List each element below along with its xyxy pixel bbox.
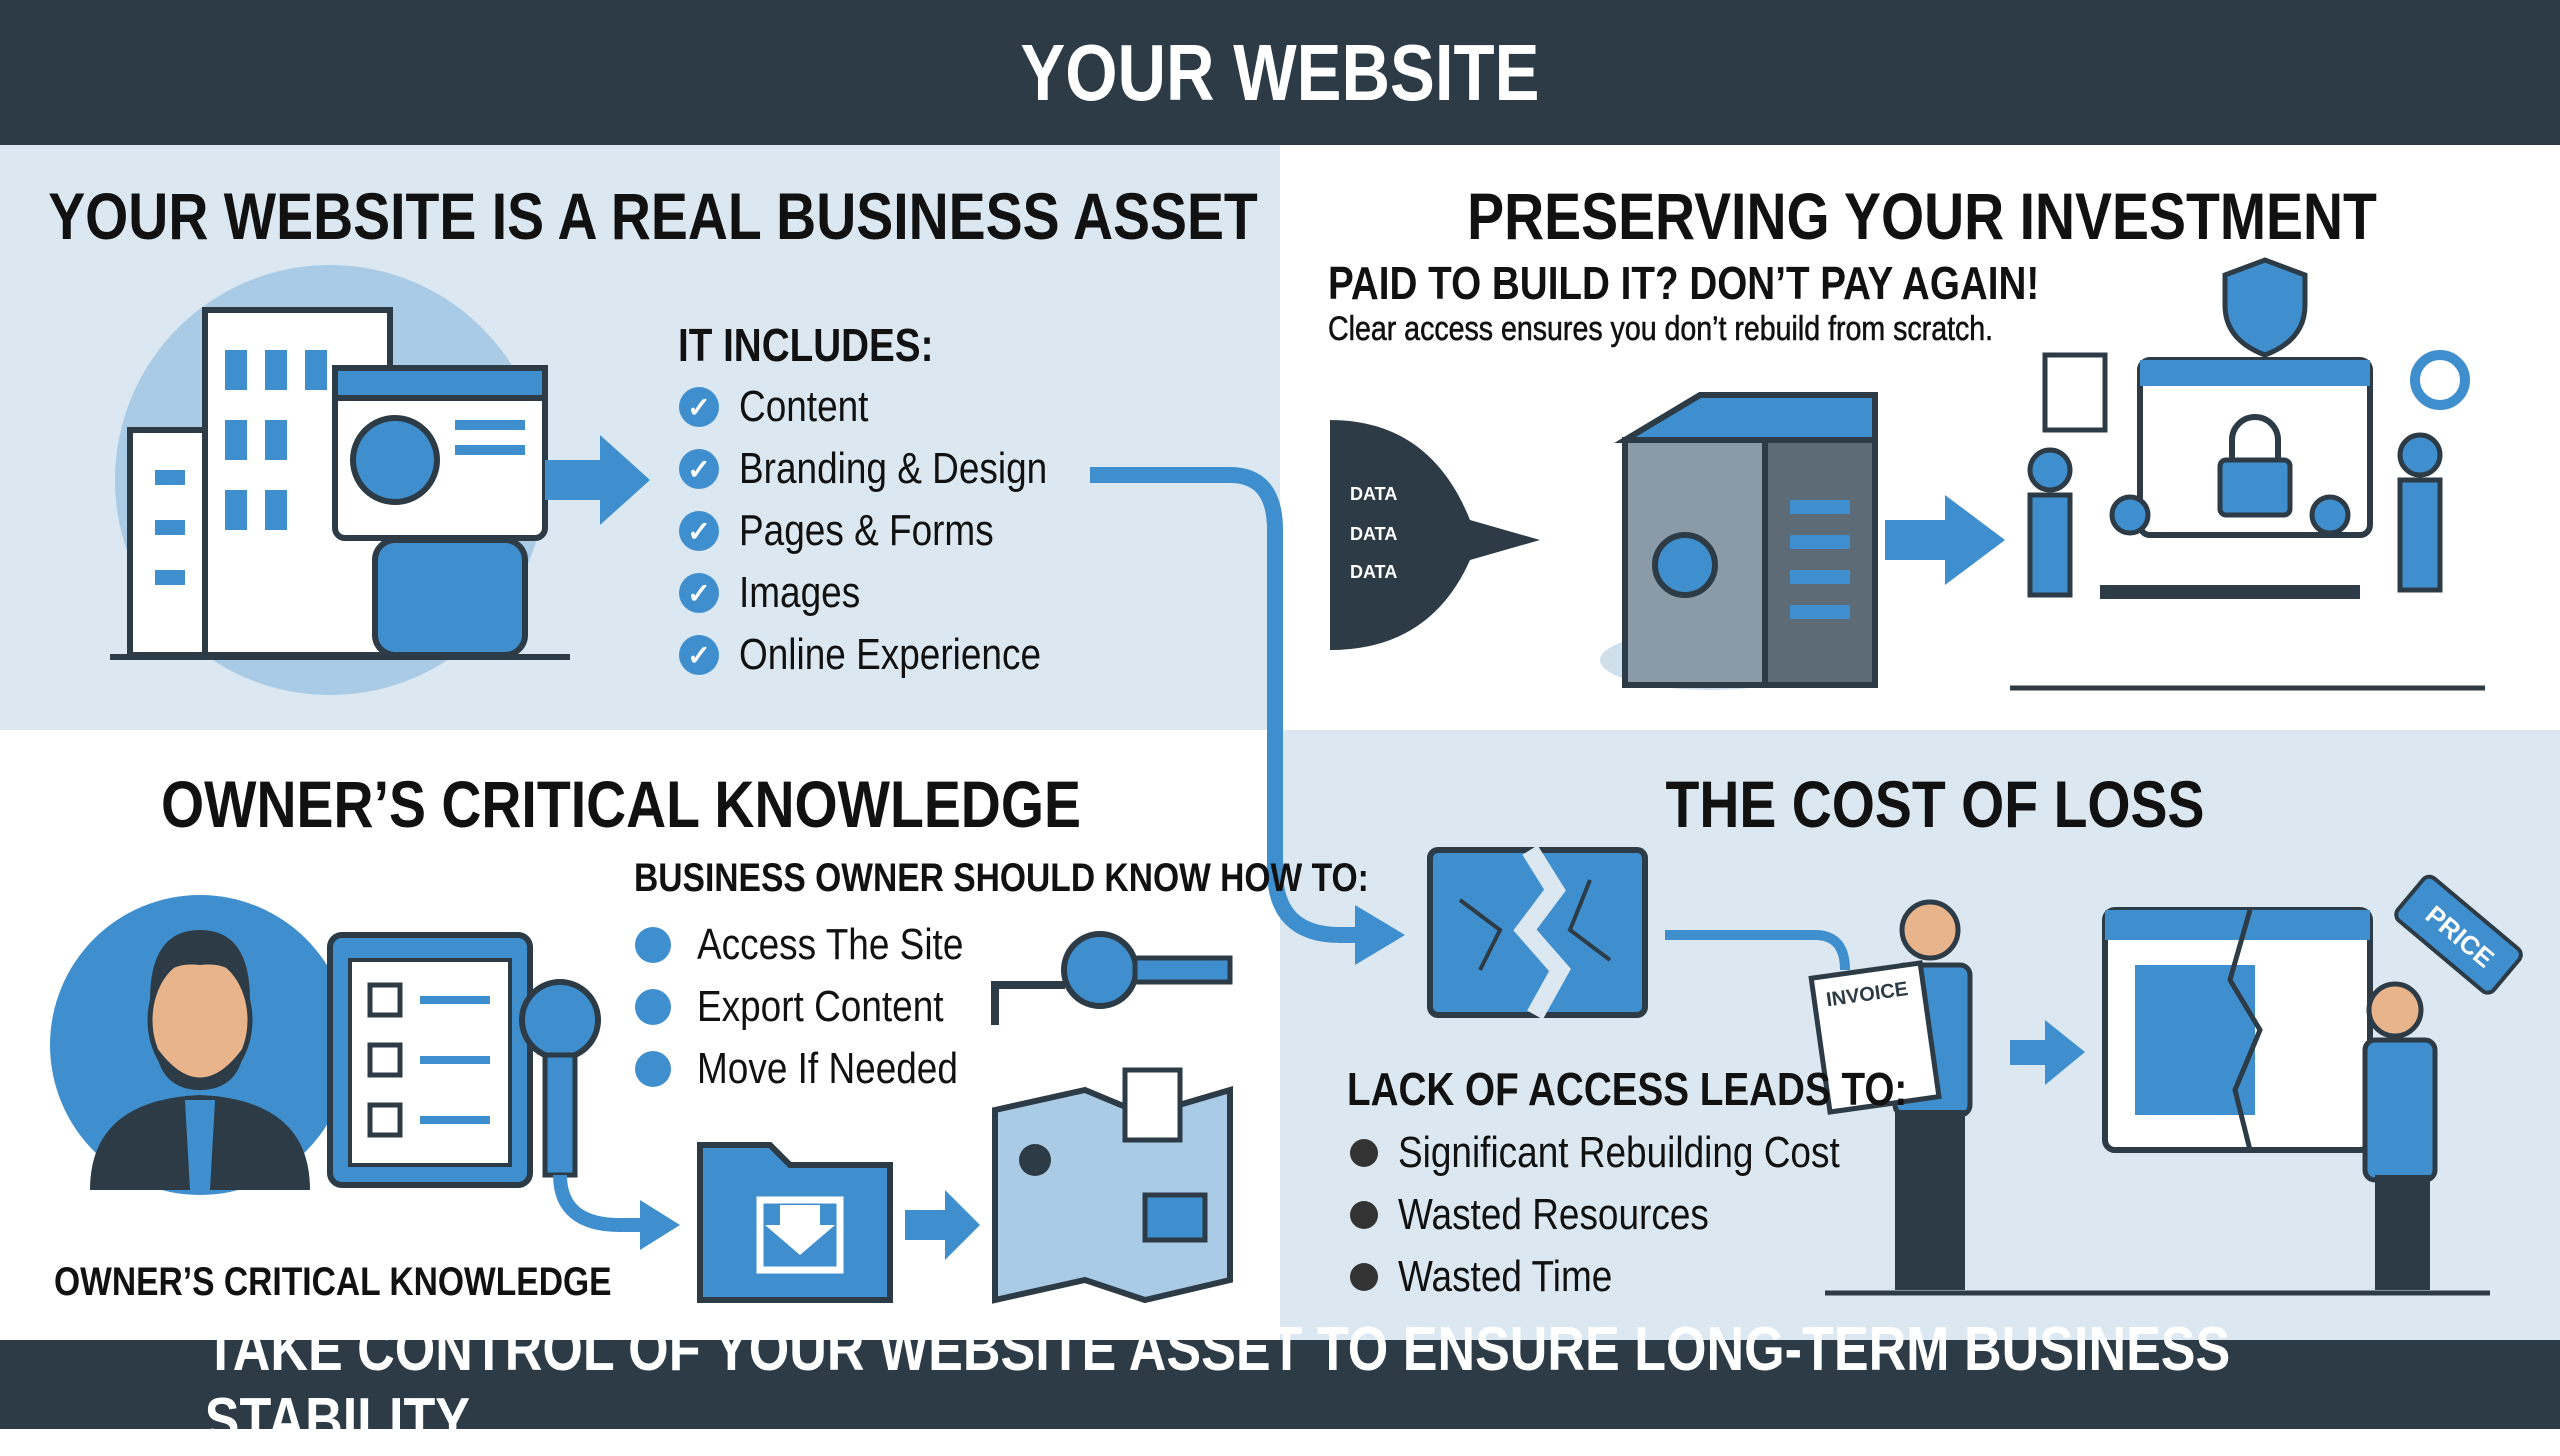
knowledge-heading: OWNER’S CRITICAL KNOWLEDGE [161, 767, 1081, 841]
check-circle-icon: ✓ [679, 635, 719, 675]
check-circle-icon: ✓ [679, 573, 719, 613]
download-folder-icon [697, 1142, 893, 1303]
browser-globe-illustration [332, 365, 548, 658]
data-stream-illustration: DATA DATA DATA [1330, 420, 1540, 650]
leads-to-label: LACK OF ACCESS LEADS TO: [1347, 1063, 1908, 1115]
list-item: Significant Rebuilding Cost [1350, 1128, 1924, 1178]
arrow-right-icon [2010, 1020, 2085, 1085]
broken-tiles-icon [1427, 845, 1648, 1020]
price-tag-icon: PRICE [2394, 874, 2523, 995]
list-item: Move If Needed [635, 1044, 1008, 1094]
key-icon [519, 931, 1233, 1178]
loss-heading: THE COST OF LOSS [1665, 767, 2205, 841]
business-owner-avatar [50, 895, 350, 1195]
page-title: YOUR WEBSITE [1020, 27, 1540, 117]
flow-arrow-line [1090, 467, 1360, 943]
treasure-chest-icon [372, 537, 528, 658]
investment-heading: PRESERVING YOUR INVESTMENT [1467, 179, 2377, 253]
asset-heading: YOUR WEBSITE IS A REAL BUSINESS ASSET [48, 179, 1258, 253]
list-item: ✓Images [679, 568, 883, 618]
check-circle-icon: ✓ [679, 449, 719, 489]
check-circle-icon: ✓ [679, 387, 719, 427]
checklist-clipboard-icon [327, 932, 533, 1188]
data-label: DATA [1350, 484, 1397, 504]
footer-text: TAKE CONTROL OF YOUR WEBSITE ASSET TO EN… [204, 1314, 2231, 1455]
list-item: Wasted Time [1350, 1252, 1653, 1302]
bullet-icon [1350, 1263, 1378, 1291]
arrow-right-icon [1885, 495, 2005, 585]
gear-icon [2410, 350, 2470, 410]
list-item: Export Content [635, 982, 991, 1032]
footer-banner: TAKE CONTROL OF YOUR WEBSITE ASSET TO EN… [0, 1315, 2560, 1455]
list-item: ✓Pages & Forms [679, 506, 1042, 556]
document-icon [2042, 352, 2108, 433]
shield-icon [2222, 257, 2308, 358]
bullet-icon [1350, 1201, 1378, 1229]
arrow-right-icon [545, 435, 650, 525]
bullet-icon [635, 927, 671, 963]
list-item: ✓Online Experience [679, 630, 1099, 680]
check-circle-icon: ✓ [679, 511, 719, 551]
data-label: DATA [1350, 562, 1397, 582]
list-item: ✓Branding & Design [679, 444, 1106, 494]
list-item: ✓Content [679, 382, 893, 432]
team-security-illustration [2010, 257, 2485, 691]
investment-subheading: PAID TO BUILD IT? DON’T PAY AGAIN! [1328, 257, 2040, 309]
vault-fortress-icon [1600, 392, 1878, 690]
list-item: Wasted Resources [1350, 1190, 1768, 1240]
bullet-icon [1350, 1139, 1378, 1167]
title-banner: YOUR WEBSITE [0, 0, 2560, 145]
map-migration-icon [992, 1067, 1233, 1304]
investment-text: Clear access ensures you don’t rebuild f… [1328, 310, 1994, 349]
lock-icon [2217, 457, 2293, 518]
list-item: Access The Site [635, 920, 1014, 970]
data-label: DATA [1350, 524, 1397, 544]
person-with-invoice: INVOICE [1808, 899, 2490, 1296]
avatar-caption: OWNER’S CRITICAL KNOWLEDGE [54, 1260, 612, 1304]
arrow-right-icon [905, 1190, 980, 1260]
broken-website-icon: PRICE [2102, 874, 2523, 1290]
know-how-label: BUSINESS OWNER SHOULD KNOW HOW TO: [634, 856, 1369, 900]
includes-label: IT INCLUDES: [678, 319, 934, 371]
bullet-icon [635, 989, 671, 1025]
bullet-icon [635, 1051, 671, 1087]
